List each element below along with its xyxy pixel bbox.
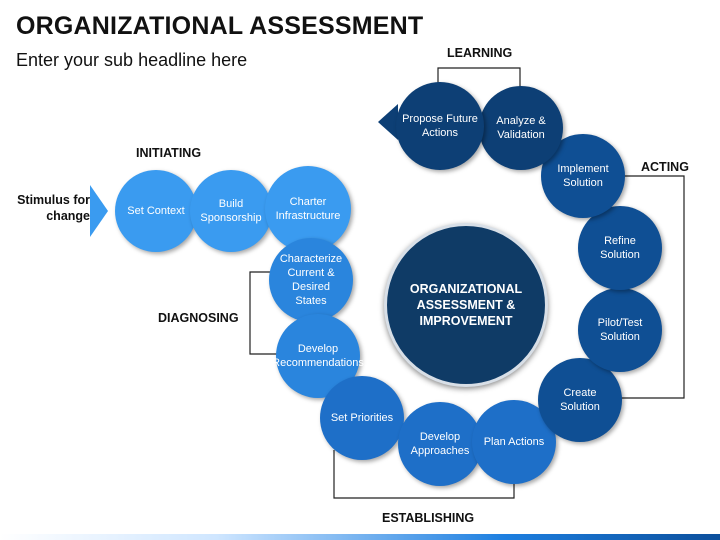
node-charter-infrastructure: Charter Infrastructure — [265, 166, 351, 252]
learning-arrow-icon — [378, 104, 398, 140]
node-characterize-current-desired-states: Characterize Current & Desired States — [269, 238, 353, 322]
bottom-accent-bar — [0, 534, 720, 540]
diagnosing-bracket — [249, 271, 286, 355]
node-propose-future-actions: Propose Future Actions — [396, 82, 484, 170]
node-create-solution: Create Solution — [538, 358, 622, 442]
stage-label-diagnosing: DIAGNOSING — [158, 311, 239, 325]
establishing-bracket — [333, 450, 515, 499]
node-build-sponsorship: Build Sponsorship — [190, 170, 272, 252]
stage-label-learning: LEARNING — [447, 46, 513, 60]
node-set-priorities: Set Priorities — [320, 376, 404, 460]
center-circle: ORGANIZATIONAL ASSESSMENT & IMPROVEMENT — [384, 223, 548, 387]
page-subtitle: Enter your sub headline here — [16, 50, 248, 70]
node-pilot-test-solution: Pilot/Test Solution — [578, 288, 662, 372]
stimulus-arrow-icon — [90, 185, 108, 237]
node-develop-recommendations: Develop Recommendations — [272, 314, 364, 398]
page-title: ORGANIZATIONAL ASSESSMENT — [16, 12, 424, 40]
stimulus-label: Stimulus for change — [17, 193, 90, 223]
stage-label-initiating: INITIATING — [136, 146, 202, 160]
node-analyze-validation: Analyze & Validation — [479, 86, 563, 170]
node-develop-approaches: Develop Approaches — [398, 402, 482, 486]
node-refine-solution: Refine Solution — [578, 206, 662, 290]
stage-label-establishing: ESTABLISHING — [382, 511, 475, 525]
node-set-context: Set Context — [115, 170, 197, 252]
acting-bracket — [602, 175, 685, 399]
stage-label-acting: ACTING — [641, 160, 689, 174]
learning-bracket — [437, 67, 521, 88]
